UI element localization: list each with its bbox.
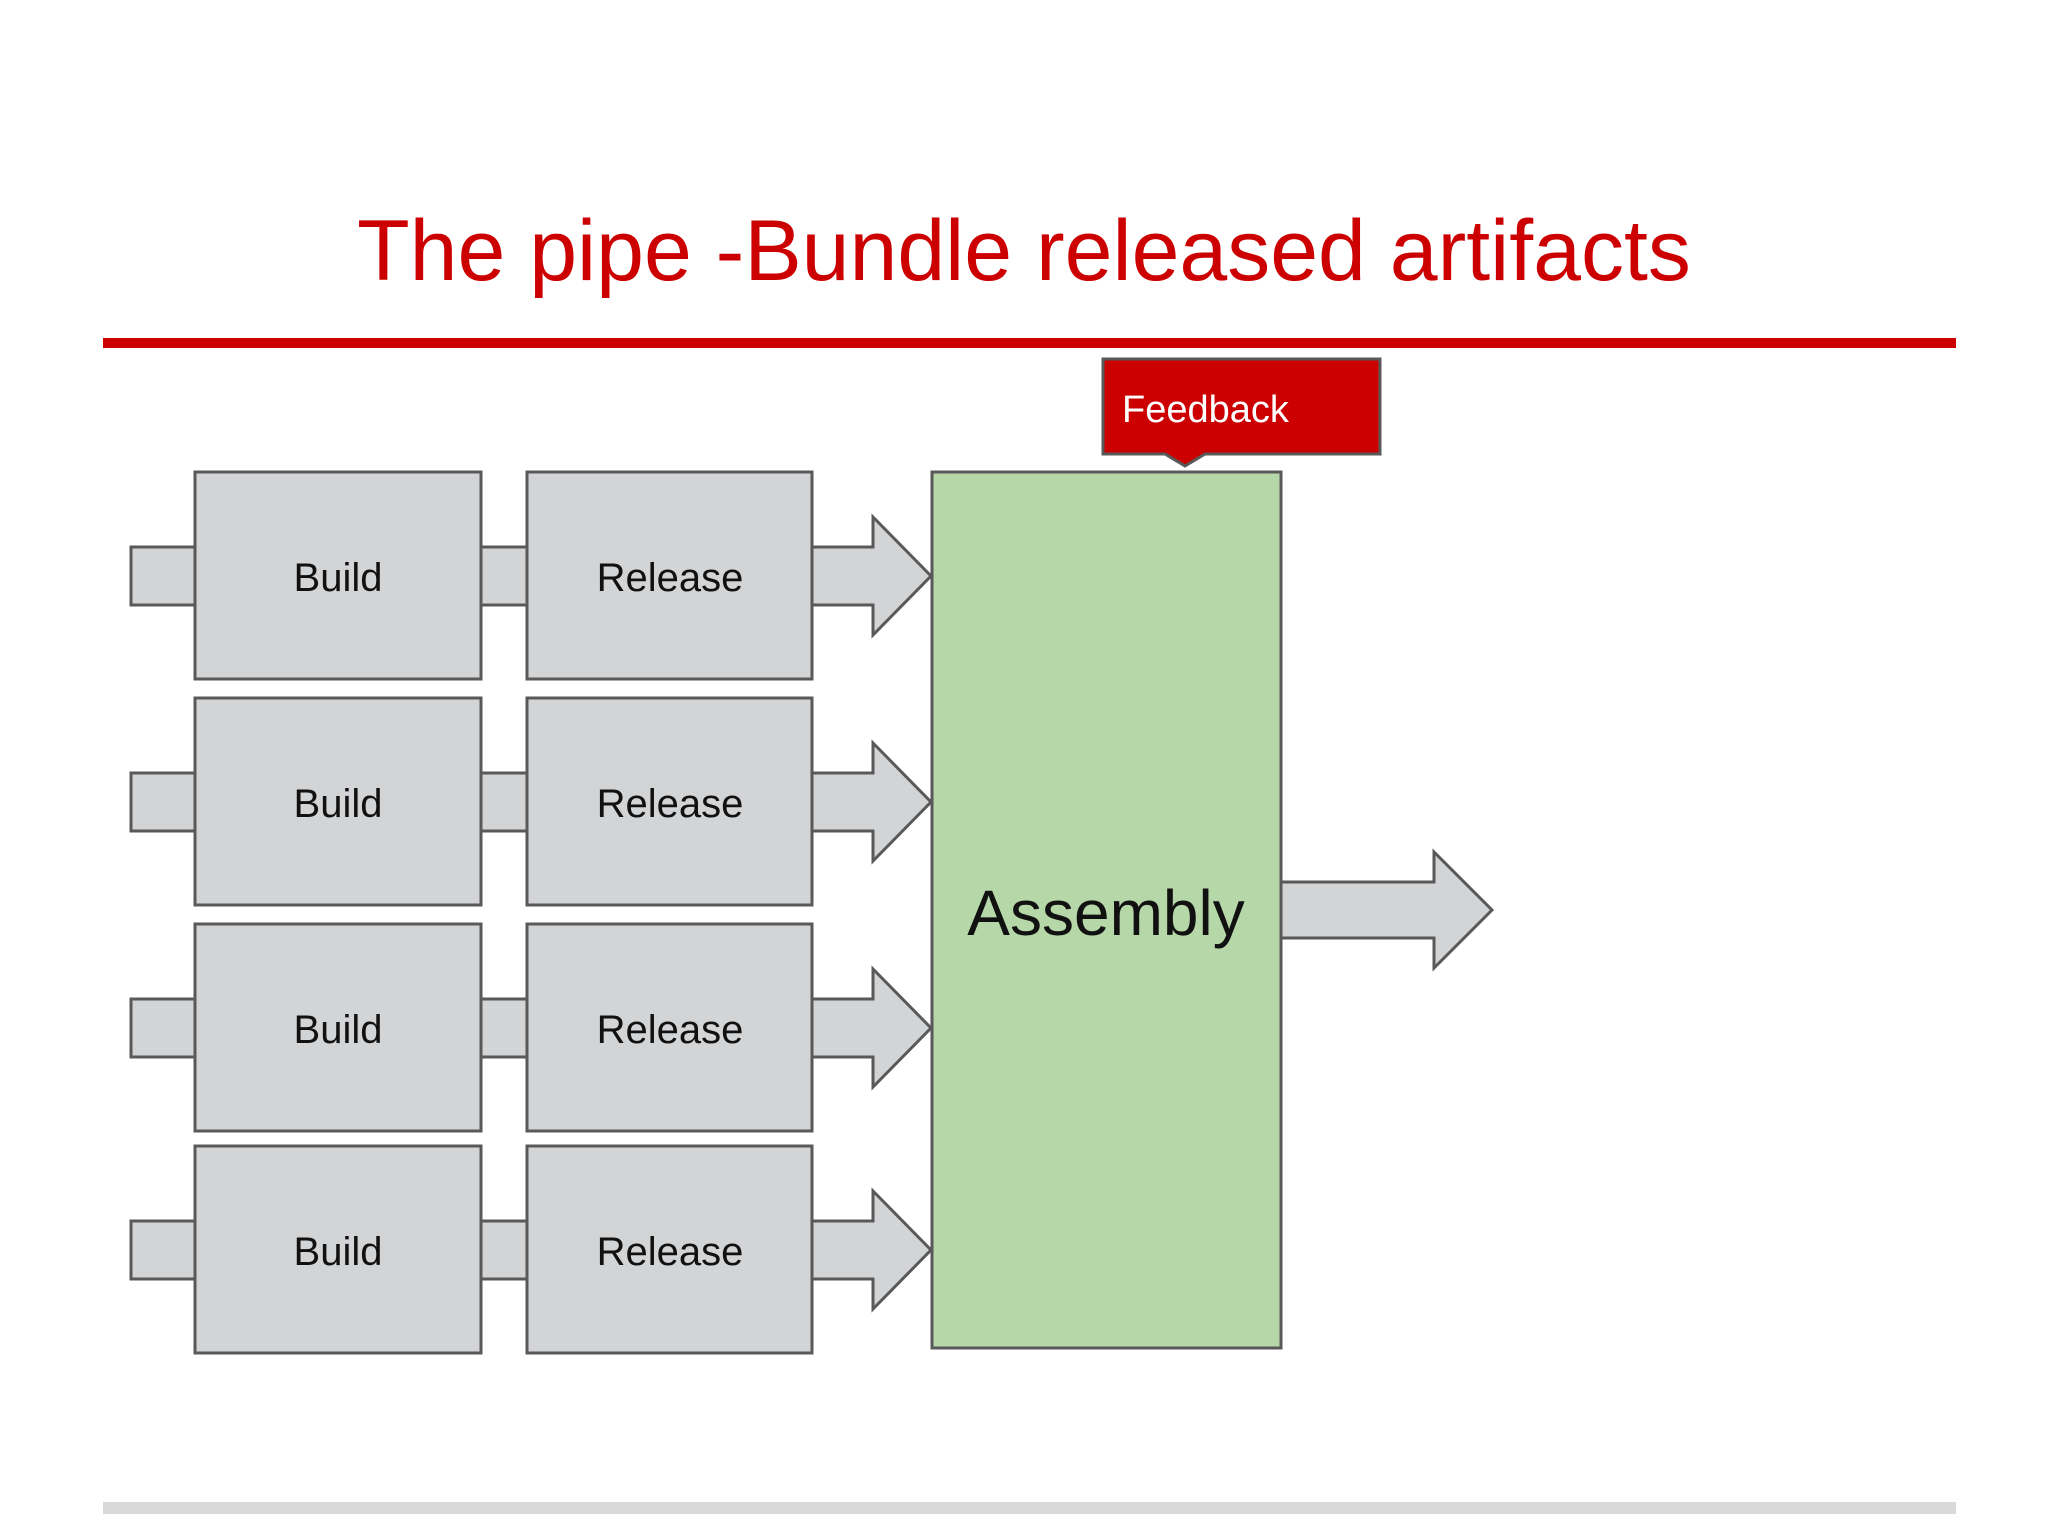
build-label: Build <box>294 1230 383 1274</box>
pipeline-row-1: Build Release <box>129 470 934 681</box>
arrow-to-assembly <box>810 739 934 865</box>
input-connector <box>129 997 199 1059</box>
build-box <box>193 922 483 1133</box>
pipeline-row-2: Build Release <box>129 696 934 907</box>
release-label: Release <box>597 1008 744 1052</box>
build-label: Build <box>294 1008 383 1052</box>
build-box <box>193 470 483 681</box>
build-release-connector <box>479 1219 531 1281</box>
release-box <box>525 696 814 907</box>
build-release-connector <box>479 545 531 607</box>
footer-rule <box>103 1502 1956 1514</box>
build-box <box>193 696 483 907</box>
assembly-label: Assembly <box>967 877 1244 949</box>
build-label: Build <box>294 782 383 826</box>
release-label: Release <box>597 556 744 600</box>
output-arrow <box>1279 848 1495 972</box>
release-box <box>525 1144 814 1355</box>
assembly-box <box>930 470 1283 1350</box>
arrow-to-assembly <box>810 513 934 639</box>
build-label: Build <box>294 556 383 600</box>
slide-title: The pipe -Bundle released artifacts <box>357 203 1691 299</box>
release-label: Release <box>597 782 744 826</box>
release-label: Release <box>597 1230 744 1274</box>
build-release-connector <box>479 997 531 1059</box>
input-connector <box>129 1219 199 1281</box>
release-box <box>525 922 814 1133</box>
arrow-to-assembly <box>810 1187 934 1313</box>
feedback-callout <box>1101 357 1382 468</box>
title-underline <box>103 338 1956 348</box>
build-release-connector <box>479 771 531 833</box>
input-connector <box>129 545 199 607</box>
feedback-label: Feedback <box>1122 389 1290 431</box>
input-connector <box>129 771 199 833</box>
pipeline-row-4: Build Release <box>129 1144 934 1355</box>
pipeline-row-3: Build Release <box>129 922 934 1133</box>
build-box <box>193 1144 483 1355</box>
arrow-to-assembly <box>810 965 934 1091</box>
